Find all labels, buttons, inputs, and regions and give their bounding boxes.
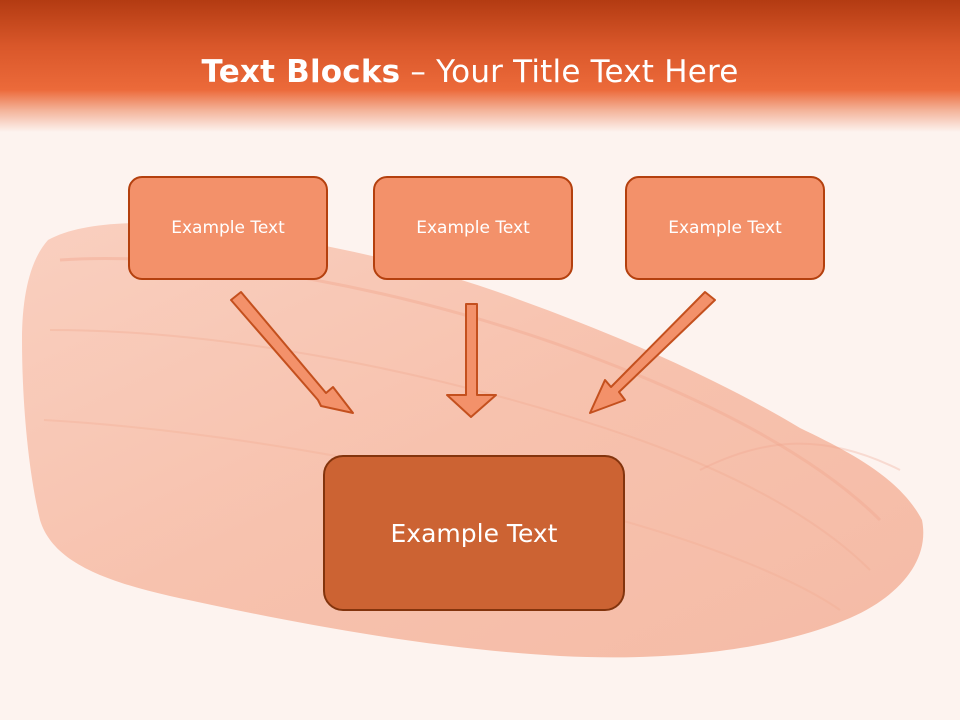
text-block-1[interactable]: Example Text <box>128 176 328 280</box>
text-block-2-label: Example Text <box>416 218 530 238</box>
arrow-right <box>589 291 716 414</box>
text-block-1-label: Example Text <box>171 218 285 238</box>
title-rest: Your Title Text Here <box>436 54 739 90</box>
text-block-main-label: Example Text <box>390 518 558 548</box>
text-block-2[interactable]: Example Text <box>373 176 573 280</box>
arrow-center <box>446 303 497 418</box>
text-block-main[interactable]: Example Text <box>323 455 625 611</box>
title-bold: Text Blocks <box>201 54 401 90</box>
text-block-3[interactable]: Example Text <box>625 176 825 280</box>
arrow-left <box>230 291 354 414</box>
title-bar <box>0 0 960 132</box>
slide-title: Text Blocks – Your Title Text Here <box>0 54 940 90</box>
title-separator: – <box>400 54 437 90</box>
text-block-3-label: Example Text <box>668 218 782 238</box>
